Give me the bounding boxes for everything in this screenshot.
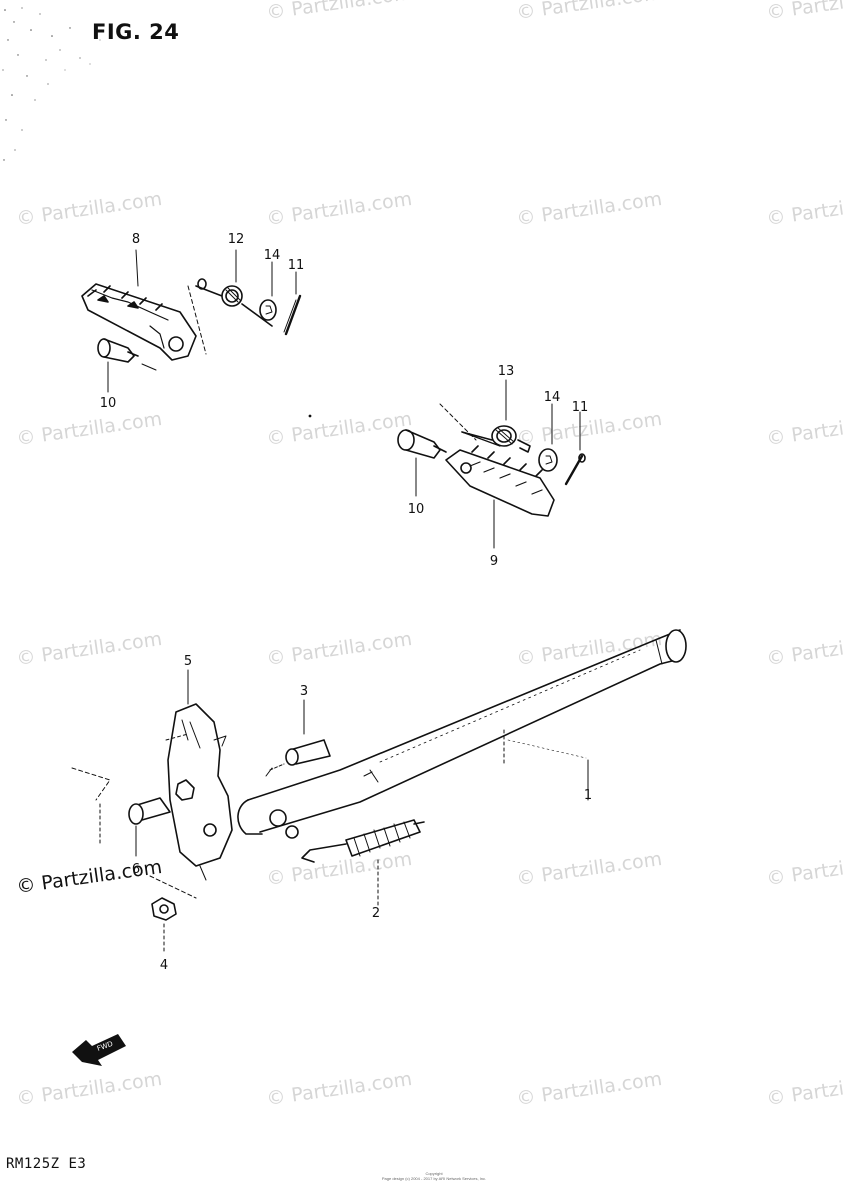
footrest-left-part-8 — [81, 283, 207, 371]
callout-13: 13 — [497, 364, 515, 379]
clevis-pin-part-10-lower — [397, 429, 447, 459]
leader-line — [135, 249, 139, 287]
spring-part-2 — [301, 819, 425, 863]
callout-14-upper: 14 — [263, 248, 281, 263]
copyright-notice: Copyright Page design (c) 2004 - 2017 by… — [364, 1171, 504, 1181]
clevis-pin-part-10-upper — [97, 338, 139, 363]
scan-dot — [308, 414, 312, 418]
callout-8: 8 — [131, 232, 141, 247]
callout-6: 6 — [131, 862, 141, 877]
figure-title: FIG. 24 — [92, 20, 180, 44]
spring-part-13 — [461, 425, 531, 453]
bolt-part-6 — [128, 797, 171, 825]
callout-3: 3 — [299, 684, 309, 699]
copyright-line-1: Copyright — [425, 1171, 443, 1176]
callout-11-lower: 11 — [571, 400, 589, 415]
nut-part-part-upper — [71, 767, 195, 847]
side-stand-part-1 — [237, 629, 687, 835]
cotter-pin-part-11-lower — [564, 453, 586, 486]
copyright-line-2: Page design (c) 2004 - 2017 by ARI Netwo… — [381, 1176, 487, 1181]
callout-9: 9 — [489, 554, 499, 569]
callout-1: 1 — [583, 788, 593, 803]
callout-14-lower: 14 — [543, 390, 561, 405]
footrest-right-part-9 — [439, 403, 555, 517]
callout-10-upper: 10 — [99, 396, 117, 411]
callout-11-upper: 11 — [287, 258, 305, 273]
spring-part-12 — [195, 278, 273, 327]
nut-part-4 — [149, 875, 197, 921]
washer-part-14-lower — [538, 448, 558, 472]
callout-10-lower: 10 — [407, 502, 425, 517]
model-code: RM125Z E3 — [6, 1156, 87, 1172]
front-direction-arrow-icon: FWD — [72, 1034, 126, 1066]
bolt-part-3 — [265, 739, 331, 777]
cotter-pin-part-11-upper — [283, 294, 302, 336]
bracket-part-5 — [165, 703, 299, 881]
scan-noise — [2, 7, 101, 161]
callout-2: 2 — [371, 906, 381, 921]
callout-5: 5 — [183, 654, 193, 669]
callout-4: 4 — [159, 958, 169, 973]
callout-12: 12 — [227, 232, 245, 247]
washer-part-14-upper — [259, 299, 277, 321]
